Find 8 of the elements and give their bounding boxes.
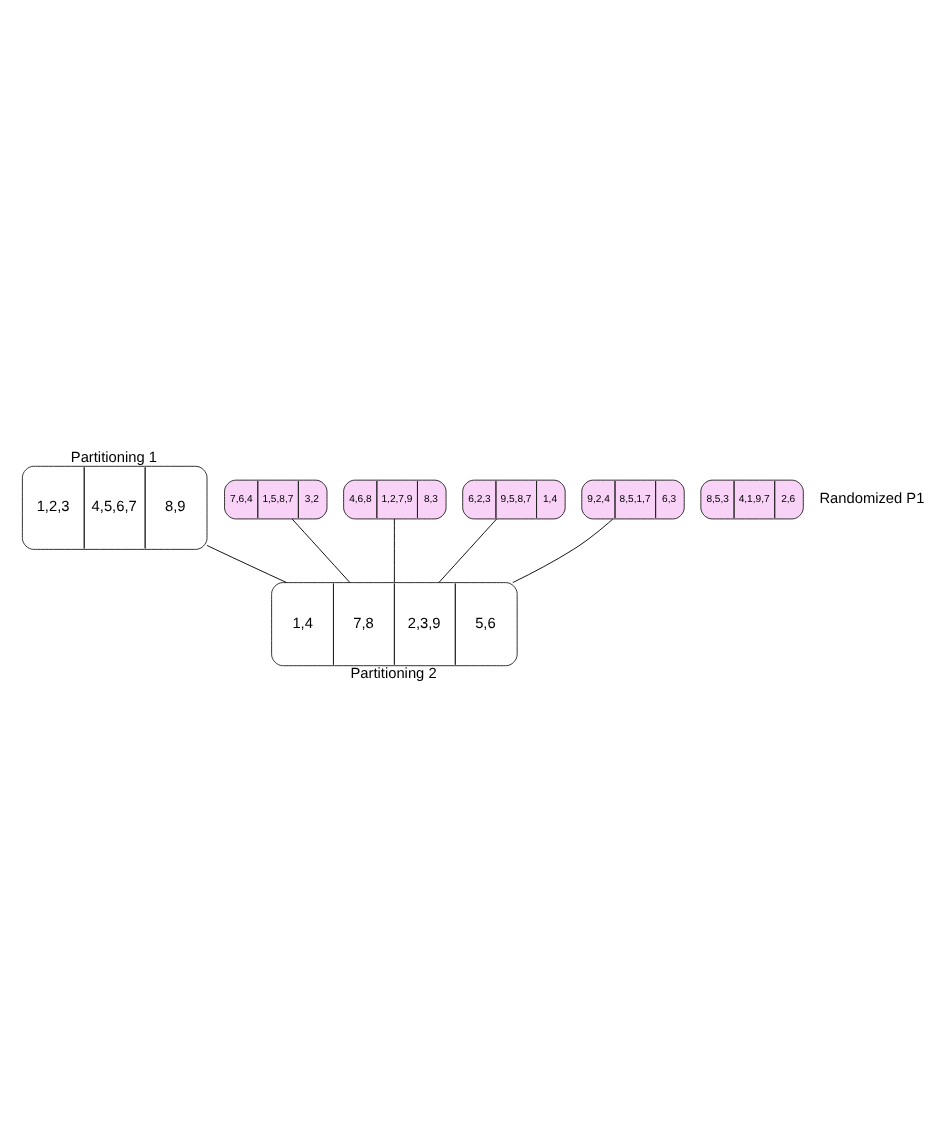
label: Randomized P1 [819,488,925,507]
node-label: Partitioning 1 [70,446,157,465]
connector [393,517,395,582]
connector [206,544,287,582]
connector [291,517,351,582]
connector [512,517,614,583]
connector [438,517,498,582]
node-label: Partitioning 2 [350,662,437,681]
